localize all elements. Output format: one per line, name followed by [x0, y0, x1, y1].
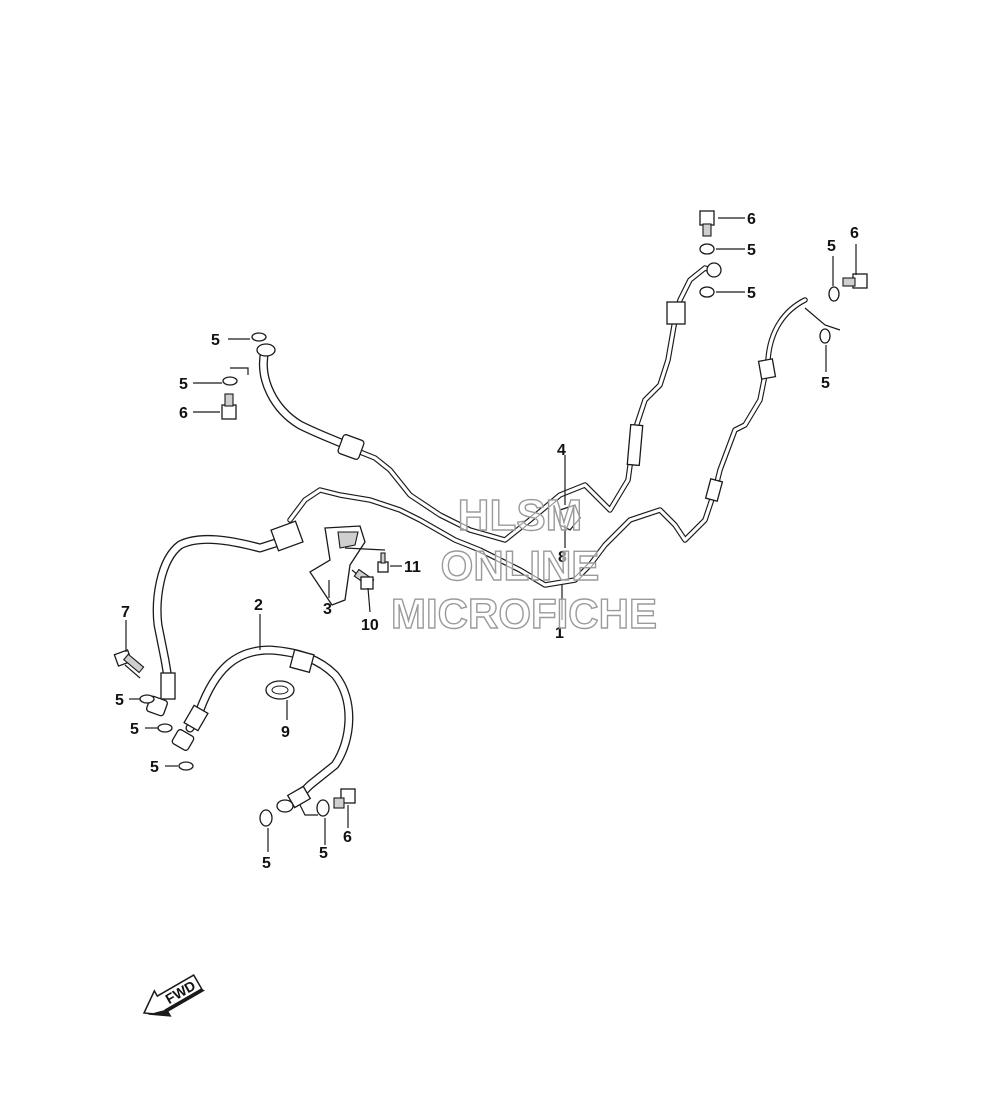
- watermark-line-1: HLSM: [458, 491, 583, 540]
- union-bolt-6-right[interactable]: [842, 273, 868, 289]
- callout-5: 5: [115, 692, 124, 709]
- callout-9: 9: [281, 724, 290, 741]
- callout-5: 5: [747, 285, 756, 302]
- callout-6: 6: [343, 829, 352, 846]
- watermark-line-2: ONLINE: [441, 542, 600, 589]
- callout-11: 11: [404, 559, 421, 576]
- callout-5: 5: [179, 376, 188, 393]
- callout-5: 5: [211, 332, 220, 349]
- bolt-10[interactable]: [351, 568, 375, 590]
- brake-pipe-1[interactable]: [287, 297, 808, 588]
- leader-lines: [125, 217, 857, 852]
- callout-3: 3: [323, 601, 332, 618]
- bolt-11[interactable]: [377, 552, 389, 573]
- washer-5-j: [259, 809, 273, 827]
- washer-5-k: [316, 799, 330, 817]
- callout-6: 6: [179, 405, 188, 422]
- callout-4: 4: [557, 442, 566, 459]
- washer-5-b: [699, 286, 715, 298]
- watermark: HLSM ONLINE MICROFICHE: [390, 490, 657, 637]
- brake-hose-2[interactable]: [171, 645, 354, 813]
- brake-pipe-4[interactable]: [352, 262, 722, 543]
- washer-5-g: [139, 694, 155, 704]
- callout-7: 7: [121, 604, 130, 621]
- callout-5: 5: [130, 721, 139, 738]
- brake-hose-upper-left[interactable]: [256, 343, 365, 460]
- callout-5: 5: [150, 759, 159, 776]
- washer-5-h: [157, 723, 173, 733]
- washer-5-c: [828, 286, 840, 302]
- fwd-direction-arrow: FWD: [142, 974, 205, 1017]
- washer-5-i: [178, 761, 194, 771]
- washer-5-e: [251, 332, 267, 342]
- washer-5-a: [699, 243, 715, 255]
- callout-6: 6: [747, 211, 756, 228]
- callout-6: 6: [850, 225, 859, 242]
- bracket-3[interactable]: [309, 525, 366, 606]
- callout-5: 5: [827, 238, 836, 255]
- washer-5-f: [222, 376, 238, 386]
- bolt-7[interactable]: [113, 649, 145, 679]
- watermark-line-3: MICROFICHE: [391, 590, 657, 637]
- callout-5: 5: [747, 242, 756, 259]
- callout-10: 10: [361, 617, 379, 634]
- union-bolt-6-left[interactable]: [221, 393, 237, 420]
- callout-8: 8: [558, 549, 567, 566]
- clamp-9[interactable]: [265, 680, 295, 700]
- union-bolt-6-bottom[interactable]: [333, 788, 356, 809]
- callout-2: 2: [254, 597, 263, 614]
- callout-1: 1: [555, 625, 564, 642]
- union-bolt-6-top[interactable]: [699, 210, 715, 237]
- washer-5-d: [819, 328, 831, 344]
- callout-5: 5: [262, 855, 271, 872]
- callout-labels: 6 5 5 5 6 5 5 5 6 4 8 1 11 10 3 2 9 7 5 …: [115, 211, 859, 872]
- callout-5: 5: [821, 375, 830, 392]
- clamp-8[interactable]: [559, 504, 581, 531]
- brake-hose-left[interactable]: [146, 520, 304, 717]
- callout-5: 5: [319, 845, 328, 862]
